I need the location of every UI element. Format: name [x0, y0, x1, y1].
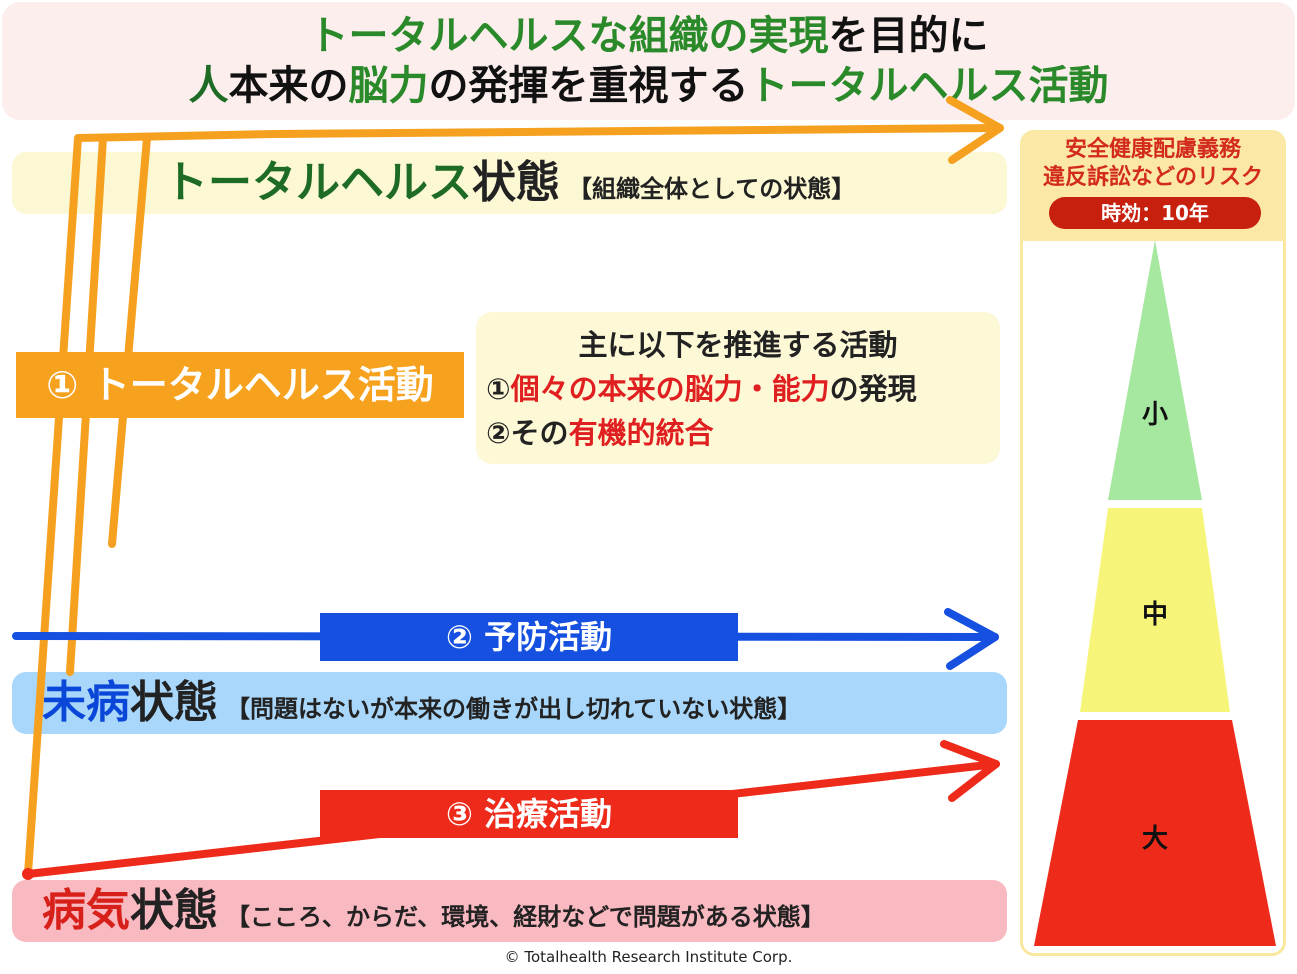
title-segment: トータルヘルス活動	[748, 63, 1109, 109]
risk-tier-small	[1108, 240, 1202, 500]
risk-pyramid	[1034, 240, 1276, 946]
title-line-1: トータルヘルスな組織の実現を目的に	[2, 12, 1295, 60]
title-line-2: 人本来の脳力の発揮を重視するトータルヘルス活動	[2, 62, 1295, 110]
copyright: © Totalhealth Research Institute Corp.	[504, 948, 793, 966]
treatment-activity-label: ③ 治療活動	[320, 790, 738, 838]
total-health-state-note: 【組織全体としての状態】	[568, 175, 856, 203]
total-health-activity-label: ① トータルヘルス活動	[16, 352, 464, 418]
total-health-state-band: トータルヘルス状態【組織全体としての状態】	[12, 152, 1007, 214]
info-item-2: ②その有機的統合	[486, 416, 714, 450]
mibyou-state-band: 未病状態【問題はないが本来の働きが出し切れていない状態】	[12, 672, 1007, 734]
risk-tier-large	[1034, 720, 1276, 946]
title-segment: の発揮を重視する	[428, 63, 749, 109]
statute-of-limitations-badge: 時効：10年	[1049, 197, 1261, 229]
title-segment: を目的に	[828, 13, 989, 59]
arrow-origin-dot	[22, 868, 34, 880]
info-item-1: ①個々の本来の脳力・能力の発現	[486, 372, 917, 406]
title-segment: 人	[188, 63, 229, 109]
info-heading: 主に以下を推進する活動	[578, 328, 898, 362]
mibyou-state-title: 未病	[42, 677, 130, 728]
risk-tier-medium-label: 中	[1141, 600, 1168, 630]
title-segment: トータルヘルスな組織の実現	[308, 13, 829, 59]
title-segment: 脳力	[348, 63, 429, 109]
byouki-state-note: 【こころ、からだ、環境、経財などで問題がある状態】	[226, 903, 825, 931]
title-segment: 本来の	[228, 63, 349, 109]
total-health-activity-arrow	[24, 96, 1004, 878]
mibyou-state-note: 【問題はないが本来の働きが出し切れていない状態】	[226, 695, 802, 723]
total-health-state-suffix: 状態	[472, 157, 560, 208]
risk-line-1: 安全健康配慮義務	[1064, 137, 1241, 162]
risk-tier-medium	[1080, 508, 1230, 712]
risk-tier-large-label: 大	[1141, 824, 1168, 854]
byouki-state-band: 病気状態【こころ、からだ、環境、経財などで問題がある状態】	[12, 880, 1007, 942]
title-banner: トータルヘルスな組織の実現を目的に 人本来の脳力の発揮を重視するトータルヘルス活…	[2, 2, 1295, 120]
mibyou-state-suffix: 状態	[130, 677, 218, 728]
prevention-activity-label: ② 予防活動	[320, 613, 738, 661]
byouki-state-title: 病気	[42, 885, 130, 936]
activity-description-box: 主に以下を推進する活動 ①個々の本来の脳力・能力の発現 ②その有機的統合	[476, 312, 1000, 464]
risk-tier-small-label: 小	[1141, 400, 1168, 430]
total-health-state-title: トータルヘルス	[164, 157, 472, 208]
byouki-state-suffix: 状態	[130, 885, 218, 936]
risk-line-2: 違反訴訟などのリスク	[1042, 165, 1263, 190]
